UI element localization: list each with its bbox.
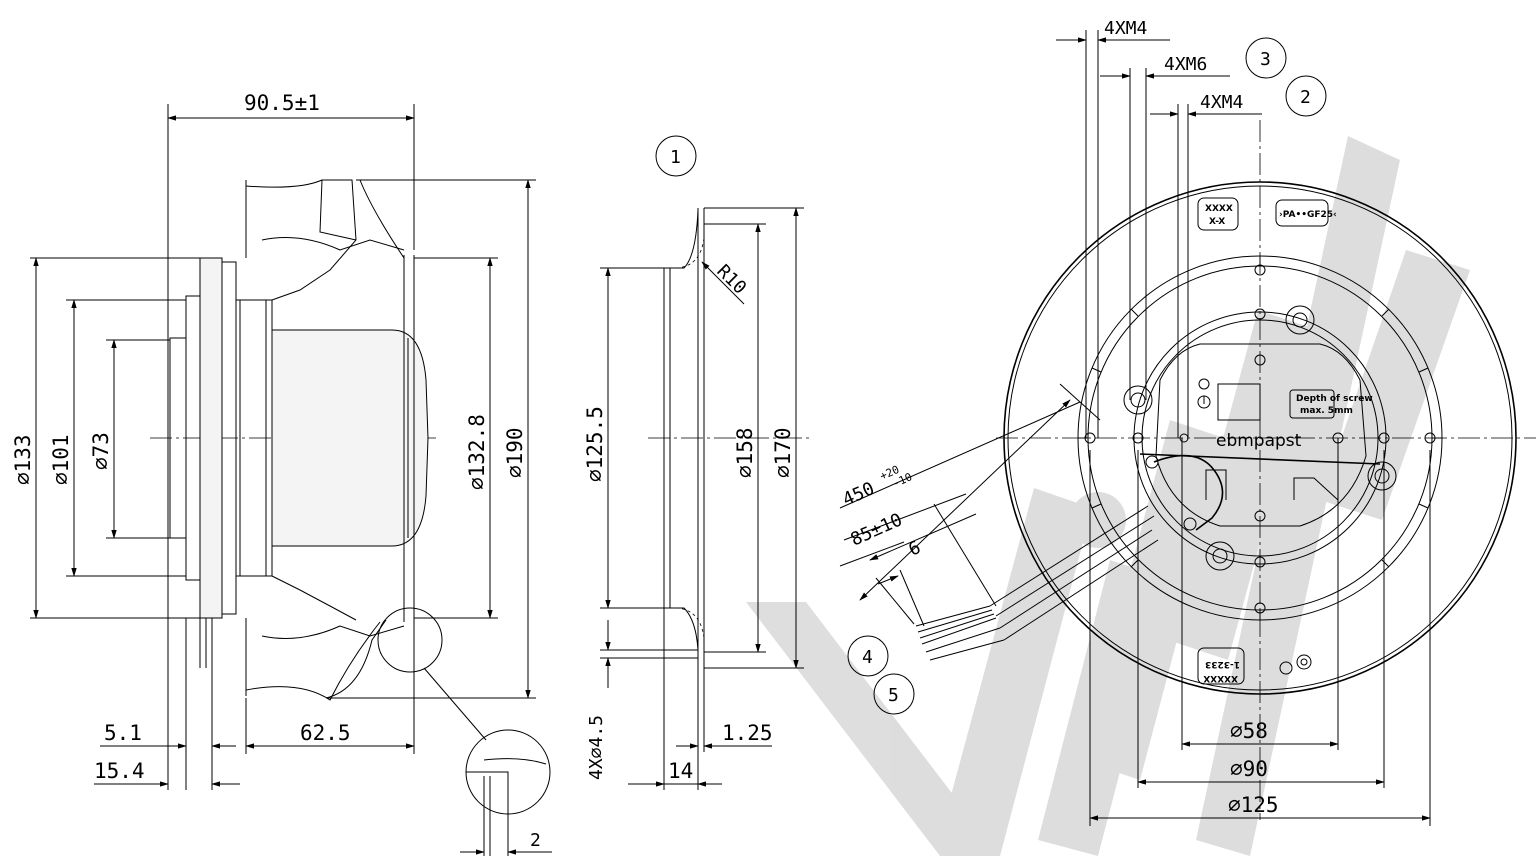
label-top-a1: XXXX [1205, 204, 1233, 214]
dim-len-1-25: 1.25 [722, 721, 773, 745]
dim-len-62-5: 62.5 [300, 721, 351, 745]
dim-thread-top: 4XM4 [1104, 18, 1147, 39]
dim-cable-6: 6 [905, 537, 923, 561]
callout-4: 4 [862, 647, 873, 668]
label-top-a2: X-X [1209, 217, 1225, 227]
brand-text: ebmpapst [1216, 431, 1302, 451]
dim-dia-58: ∅58 [1230, 719, 1268, 743]
dim-len-5-1: 5.1 [104, 721, 142, 745]
label-bottom-1: 1-3233 [1205, 659, 1240, 669]
dim-dia-132-8: ∅132.8 [465, 414, 489, 490]
callout-1: 1 [670, 147, 681, 168]
inlet-ring-view: 1 R10 ∅125.5 4X∅4.5 ∅158 ∅170 1.25 [583, 135, 810, 790]
dim-len-15-4: 15.4 [94, 759, 145, 783]
dim-side-length: 90.5±1 [244, 91, 320, 115]
dim-thread-m6: 4XM6 [1164, 54, 1207, 75]
dim-detail-2: 2 [530, 830, 541, 851]
label-top-b: ›PA••GF25‹ [1279, 210, 1337, 220]
callout-5: 5 [888, 685, 899, 706]
dim-dia-133: ∅133 [11, 434, 35, 485]
side-view: 90.5±1 ∅133 ∅101 ∅73 ∅132.8 ∅190 5.1 [11, 91, 552, 856]
dim-dia-73: ∅73 [89, 432, 113, 470]
label-screw-max: max. 5mm [1300, 406, 1353, 416]
dim-dia-125: ∅125 [1228, 793, 1279, 817]
watermark: ebmpapst [746, 136, 1470, 856]
dim-cable-450: 450 +20 -10 [836, 453, 916, 511]
dim-radius-10: R10 [712, 261, 750, 299]
dim-dia-125-5: ∅125.5 [583, 406, 607, 482]
label-screw-depth: Depth of screw [1296, 394, 1373, 404]
dim-dia-190: ∅190 [503, 427, 527, 478]
dim-dia-90: ∅90 [1230, 757, 1268, 781]
label-bottom-2: XXXXX [1203, 673, 1238, 683]
dim-thread-m4: 4XM4 [1200, 92, 1243, 113]
dim-dia-170: ∅170 [771, 427, 795, 478]
dim-len-14: 14 [668, 759, 693, 783]
dim-holes: 4X∅4.5 [586, 715, 607, 780]
callout-3: 3 [1260, 49, 1271, 70]
dim-cable-450-base: 450 [839, 478, 877, 510]
dim-dia-101: ∅101 [49, 434, 73, 485]
dim-dia-158: ∅158 [733, 427, 757, 478]
callout-2: 2 [1300, 87, 1311, 108]
front-view: Depth of screw max. 5mm ebmpapst [836, 18, 1536, 826]
